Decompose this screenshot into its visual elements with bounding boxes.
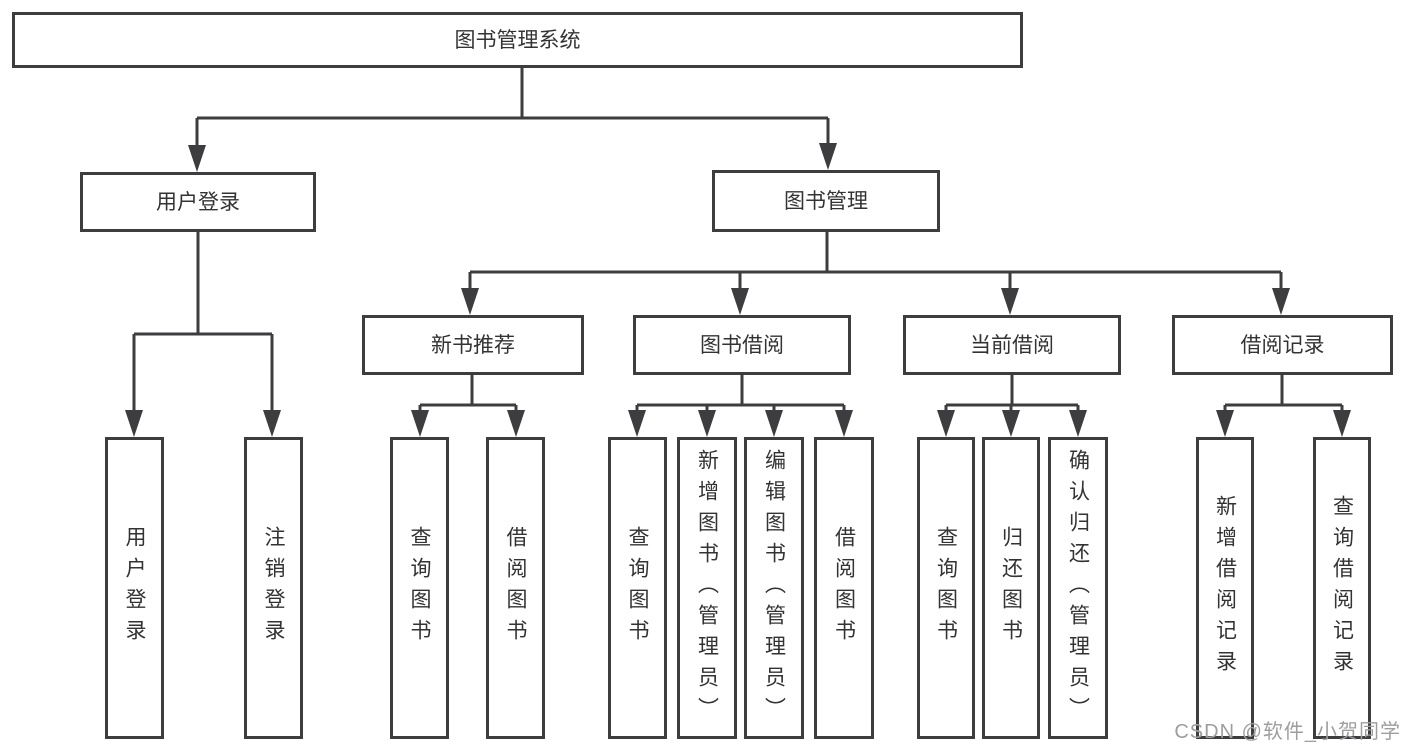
node-user-login-label: 用户登录 [156, 190, 240, 214]
arrow-icon [698, 410, 716, 437]
arrow-icon [937, 410, 955, 437]
leaf-add-borrow-record-label: 新增借阅记录 [1213, 495, 1237, 681]
leaf-borrow-book-2: 借阅图书 [814, 437, 874, 739]
leaf-query-borrow-record: 查询借阅记录 [1313, 437, 1371, 739]
arrow-icon [125, 410, 143, 437]
leaf-return-book-label: 归还图书 [999, 526, 1023, 650]
arrow-icon [1333, 410, 1351, 437]
leaf-query-book-2-label: 查询图书 [626, 526, 649, 650]
leaf-add-borrow-record: 新增借阅记录 [1196, 437, 1254, 739]
arrow-icon [188, 145, 206, 172]
node-book-borrowing: 图书借阅 [633, 315, 851, 375]
leaf-user-login: 用户登录 [105, 437, 164, 739]
leaf-confirm-return-admin-label: 确认归还（管理员） [1066, 448, 1090, 728]
node-new-book-recommend: 新书推荐 [362, 315, 584, 375]
leaf-query-borrow-record-label: 查询借阅记录 [1330, 495, 1354, 681]
arrow-icon [765, 410, 783, 437]
arrow-icon [1069, 410, 1087, 437]
leaf-logout-label: 注销登录 [262, 526, 285, 650]
node-user-login: 用户登录 [80, 172, 316, 232]
arrow-icon [628, 410, 646, 437]
node-book-management-label: 图书管理 [784, 189, 868, 213]
node-root: 图书管理系统 [12, 12, 1023, 68]
leaf-edit-book-admin: 编辑图书（管理员） [744, 437, 804, 739]
arrow-icon [1216, 410, 1234, 437]
leaf-query-book-3-label: 查询图书 [934, 526, 958, 650]
arrow-icon [835, 410, 853, 437]
arrow-icon [1002, 410, 1020, 437]
leaf-query-book-1: 查询图书 [390, 437, 449, 739]
node-root-label: 图书管理系统 [454, 28, 581, 52]
leaf-return-book: 归还图书 [982, 437, 1040, 739]
arrow-icon [1001, 288, 1019, 315]
leaf-confirm-return-admin: 确认归还（管理员） [1048, 437, 1108, 739]
leaf-borrow-book-1-label: 借阅图书 [504, 526, 527, 650]
arrow-icon [731, 288, 749, 315]
leaf-query-book-2: 查询图书 [608, 437, 667, 739]
leaf-edit-book-admin-label: 编辑图书（管理员） [762, 448, 786, 728]
csdn-watermark: CSDN @软件_小贺同学 [1174, 721, 1401, 743]
node-current-borrowing-label: 当前借阅 [970, 333, 1054, 357]
leaf-logout: 注销登录 [244, 437, 303, 739]
leaf-query-book-1-label: 查询图书 [408, 526, 431, 650]
arrow-icon [507, 410, 525, 437]
node-borrowing-records-label: 借阅记录 [1240, 333, 1325, 357]
arrow-icon [1272, 288, 1290, 315]
node-new-book-recommend-label: 新书推荐 [431, 333, 515, 357]
leaf-borrow-book-2-label: 借阅图书 [832, 526, 856, 650]
leaf-add-book-admin: 新增图书（管理员） [677, 437, 737, 739]
arrow-icon [819, 143, 837, 170]
leaf-borrow-book-1: 借阅图书 [486, 437, 545, 739]
arrow-icon [411, 410, 429, 437]
node-book-management: 图书管理 [712, 170, 940, 232]
leaf-add-book-admin-label: 新增图书（管理员） [695, 448, 719, 728]
node-borrowing-records: 借阅记录 [1172, 315, 1393, 375]
leaf-query-book-3: 查询图书 [917, 437, 975, 739]
arrow-icon [263, 410, 281, 437]
leaf-user-login-label: 用户登录 [123, 526, 146, 650]
node-book-borrowing-label: 图书借阅 [700, 333, 784, 357]
node-current-borrowing: 当前借阅 [903, 315, 1121, 375]
arrow-icon [461, 288, 479, 315]
